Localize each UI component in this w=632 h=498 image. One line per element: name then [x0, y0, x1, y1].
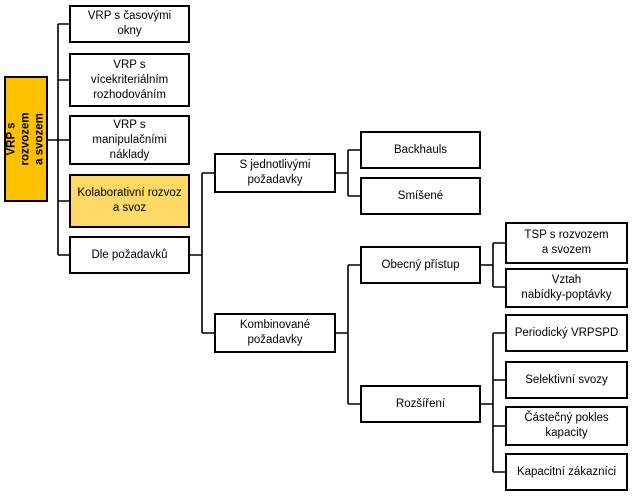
node-kombinovane: Kombinované požadavky [214, 313, 336, 353]
node-manipulacni: VRP s manipulačními náklady [69, 115, 190, 165]
connector-kombinovane [336, 264, 360, 405]
node-selektivni: Selektivní svozy [505, 361, 628, 399]
node-kolaborativni: Kolaborativní rozvoz a svoz [69, 174, 190, 228]
connector-jednotlive [336, 149, 360, 197]
node-smisene: Smíšené [360, 177, 481, 215]
node-periodicky: Periodický VRPSPD [505, 314, 628, 352]
node-castecny: Částečný pokles kapacity [505, 406, 628, 446]
connector-dle-pozadavku [190, 172, 214, 334]
node-jednotlive: S jednotlivými požadavky [214, 153, 336, 193]
node-vztah: Vztah nabídky-poptávky [505, 268, 628, 308]
node-backhauls: Backhauls [360, 131, 481, 169]
node-dle-pozadavku: Dle požadavků [69, 236, 190, 274]
connector-rozsireni [481, 332, 505, 473]
node-rozsireni: Rozšíření [360, 385, 481, 423]
node-casova-okna: VRP s časovými okny [69, 5, 190, 43]
node-kapacitni: Kapacitní zákazníci [505, 453, 628, 491]
node-tsp: TSP s rozvozem a svozem [505, 222, 628, 264]
root-node: VRP s rozvozem a svozem [4, 76, 48, 202]
connector-root [48, 23, 69, 256]
node-vicekriterialni: VRP s vícekriteriálním rozhodováním [69, 53, 190, 107]
root-label: VRP s rozvozem a svozem [6, 112, 46, 166]
node-obecny: Obecný přístup [360, 246, 481, 284]
connector-obecny [481, 242, 505, 288]
